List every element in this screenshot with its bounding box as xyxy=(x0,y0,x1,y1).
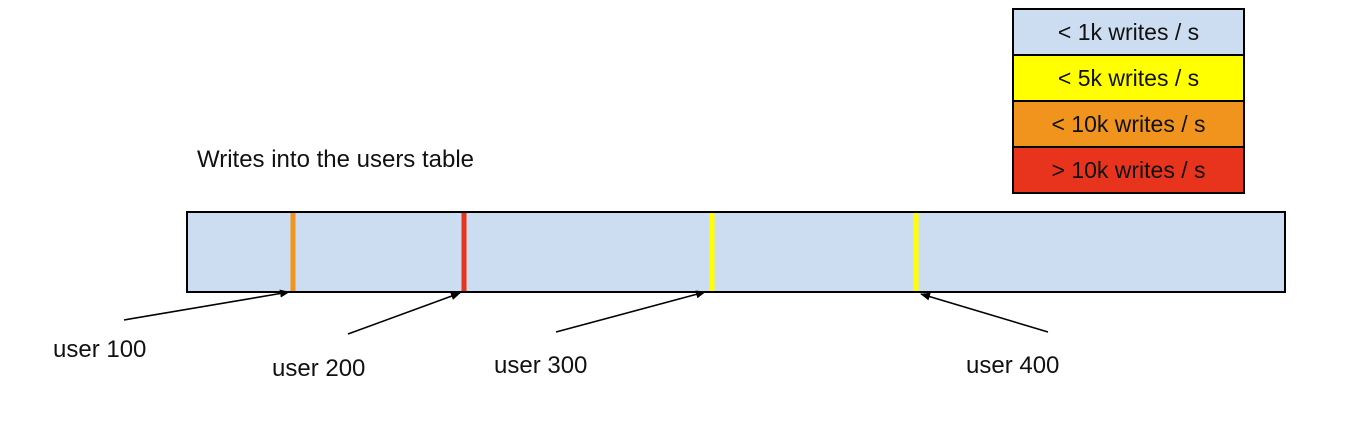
write-rate-marker-user-100 xyxy=(290,213,296,291)
user-300-label: user 300 xyxy=(494,352,588,379)
arrow-user-100 xyxy=(123,289,290,321)
arrow-user-400 xyxy=(920,292,1049,333)
user-200-label: user 200 xyxy=(272,355,366,382)
user-100-label: user 100 xyxy=(53,336,147,363)
legend-item-lt-10k: < 10k writes / s xyxy=(1012,100,1245,148)
user-400-label: user 400 xyxy=(966,352,1060,379)
legend-item-gt-10k: > 10k writes / s xyxy=(1012,146,1245,194)
write-rate-marker-user-200 xyxy=(461,213,467,291)
arrow-user-200 xyxy=(347,292,461,335)
write-rate-legend: < 1k writes / s < 5k writes / s < 10k wr… xyxy=(1012,8,1245,194)
users-table-bar xyxy=(186,211,1286,293)
write-rate-marker-user-400 xyxy=(913,213,919,291)
legend-item-lt-1k: < 1k writes / s xyxy=(1012,8,1245,56)
legend-item-lt-5k: < 5k writes / s xyxy=(1012,54,1245,102)
arrow-user-300 xyxy=(555,290,706,333)
diagram-title: Writes into the users table xyxy=(197,146,475,173)
write-rate-marker-user-300 xyxy=(709,213,715,291)
